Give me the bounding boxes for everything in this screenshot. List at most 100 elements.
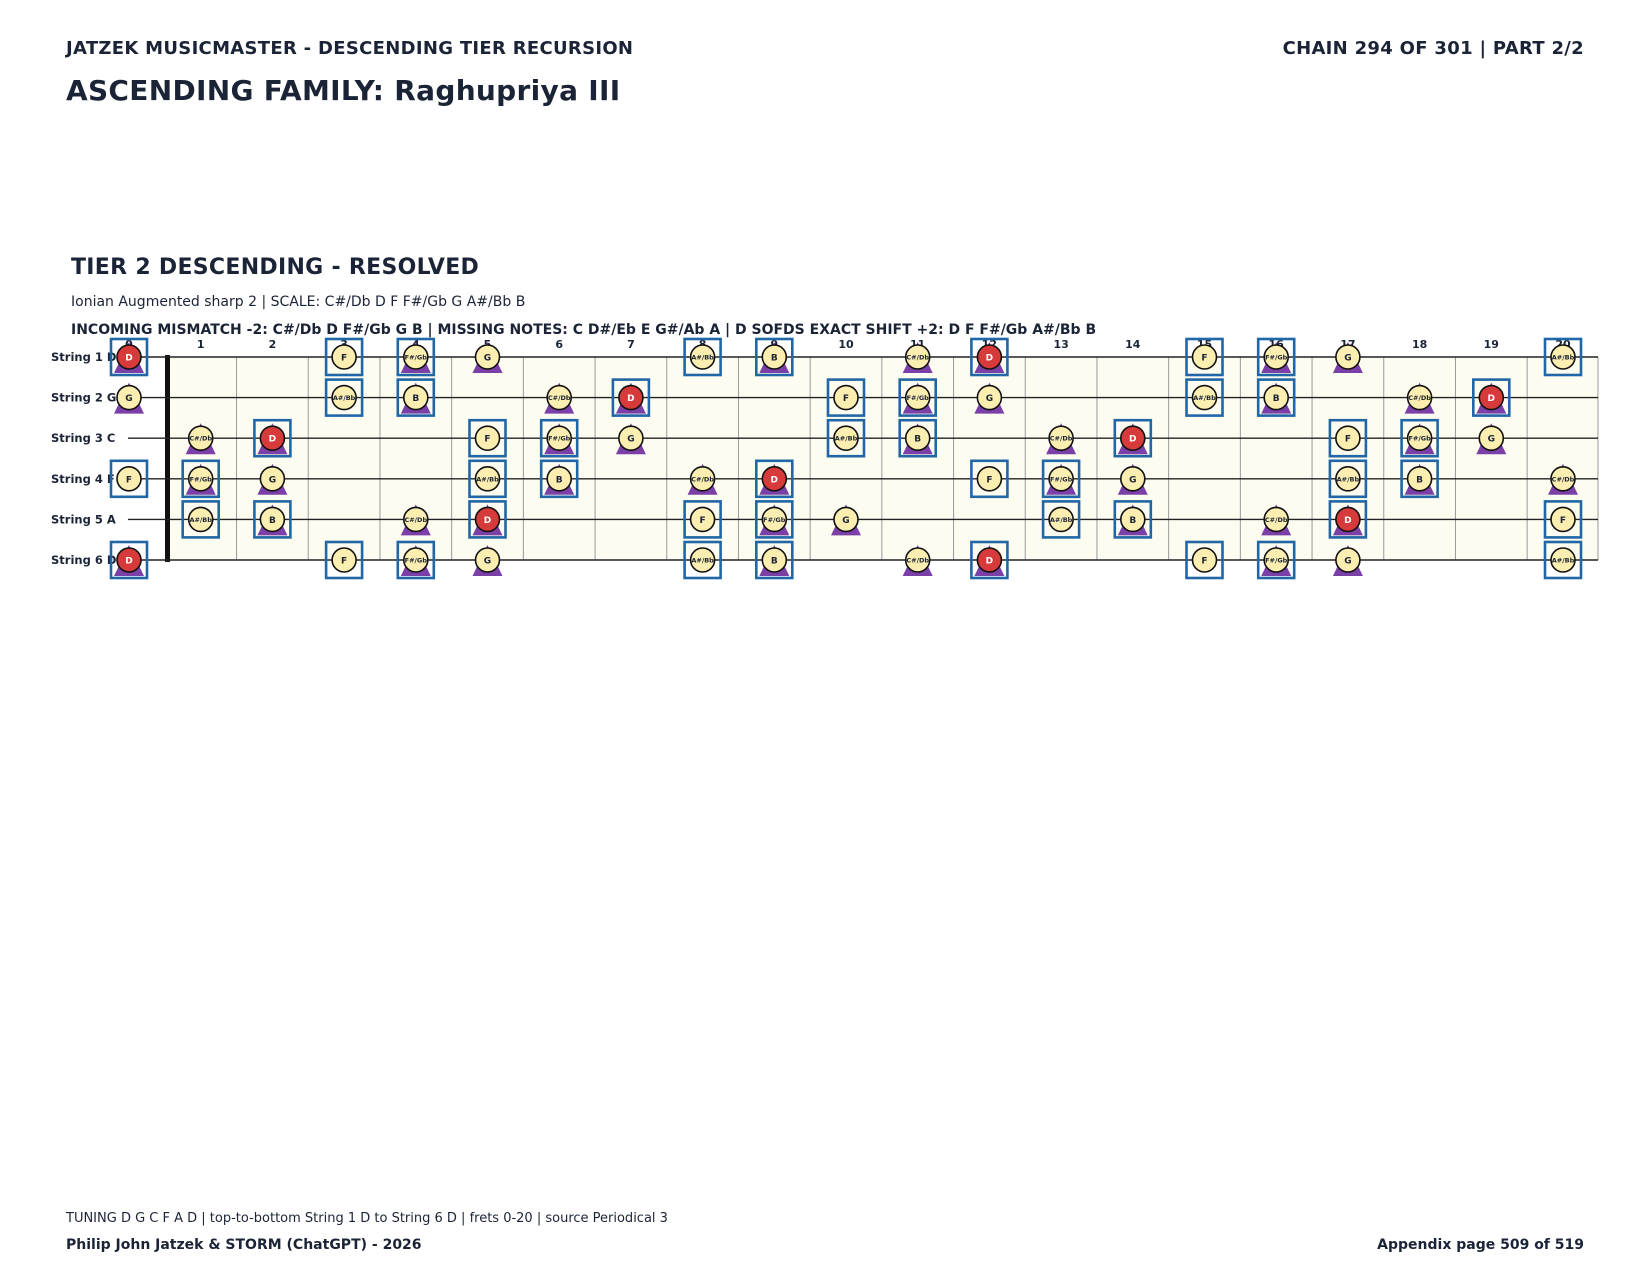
note-marker [976,465,1003,492]
root-note-marker [474,506,501,533]
note-marker [1191,547,1218,573]
page-number: Appendix page 509 of 519 [1377,1237,1584,1253]
note-marker [1550,465,1576,492]
fret-number: 1 [197,338,205,351]
note-label: B [1129,516,1136,526]
note-marker [1263,344,1289,370]
note-box [754,337,794,377]
note-marker [904,344,931,370]
note-box [324,378,364,417]
note-label: F#/Gb [1265,557,1288,565]
note-box [253,418,292,458]
note-marker [904,547,931,573]
note-marker [402,384,429,411]
note-label: B [556,475,563,485]
note-box [539,418,579,458]
note-marker [904,425,931,452]
note-label: D [125,354,132,364]
note-label: F#/Gb [1265,354,1288,362]
note-label: A#/Bb [1337,475,1360,483]
note-box [970,459,1009,499]
note-marker [1263,547,1289,573]
note-box [468,418,507,458]
note-box [109,540,149,580]
note-marker [402,344,429,370]
note-box [396,378,436,417]
fret-number: 18 [1412,338,1427,351]
note-label: A#/Bb [476,475,499,483]
note-box [1400,459,1439,499]
note-box [1328,500,1368,539]
note-label: G [1129,475,1136,485]
note-label: G [1344,354,1351,364]
note-box [109,459,149,499]
note-label: A#/Bb [691,557,714,565]
note-marker [331,547,357,573]
note-box [1256,378,1296,417]
fretboard-diagram: 01234567891011121314151617181920String 1… [51,337,1599,580]
note-box [468,500,507,539]
note-marker [1120,506,1146,533]
note-marker [1335,547,1361,573]
fret-number: 14 [1125,338,1141,351]
note-label: A#/Bb [835,435,858,443]
note-marker [1335,344,1361,370]
header-title: JATZEK MUSICMASTER - DESCENDING TIER REC… [66,38,634,59]
note-label: D [1488,394,1495,404]
fret-number: 6 [555,338,563,351]
note-box [826,418,866,458]
note-label: F [986,475,992,485]
family-title: ASCENDING FAMILY: Raghupriya III [66,74,621,107]
note-label: F [484,435,490,445]
note-marker [689,344,716,370]
note-label: F#/Gb [405,557,428,565]
root-note-marker [1335,506,1361,533]
note-label: A#/Bb [1193,394,1216,402]
note-label: C#/Db [548,394,571,402]
note-marker [1406,425,1433,452]
note-marker [1191,384,1218,411]
note-marker [331,384,357,411]
note-label: D [269,435,276,445]
note-label: D [986,557,993,567]
note-label: G [1488,435,1495,445]
note-label: G [627,435,634,445]
note-label: C#/Db [906,354,929,362]
note-label: G [986,394,993,404]
note-label: G [1344,557,1351,567]
note-label: F#/Gb [1050,475,1073,483]
note-box [970,337,1009,377]
note-label: G [269,475,276,485]
note-label: B [412,394,419,404]
note-box [683,540,722,580]
note-label: B [1416,475,1423,485]
root-note-marker [976,344,1003,370]
note-label: F [700,516,706,526]
note-box [1113,418,1153,458]
note-label: B [269,516,276,526]
note-box [683,500,722,539]
note-box [898,418,938,458]
note-label: C#/Db [1050,435,1073,443]
note-box [468,459,507,499]
note-box [1185,337,1224,377]
note-label: F [126,475,132,485]
note-label: F#/Gb [548,435,571,443]
note-marker [116,465,142,492]
fret-number: 19 [1484,338,1499,351]
note-box [539,459,579,499]
note-label: C#/Db [404,516,427,524]
fret-number: 2 [269,338,277,351]
note-label: A#/Bb [189,516,212,524]
note-label: F [1345,435,1351,445]
note-marker [904,384,931,411]
note-marker [1191,344,1218,370]
note-marker [259,465,286,492]
nut [165,355,170,562]
fret-number: 7 [627,338,635,351]
note-box [396,337,436,377]
note-marker [187,465,214,492]
root-note-marker [976,547,1003,573]
note-label: A#/Bb [333,394,356,402]
root-note-marker [116,547,142,573]
